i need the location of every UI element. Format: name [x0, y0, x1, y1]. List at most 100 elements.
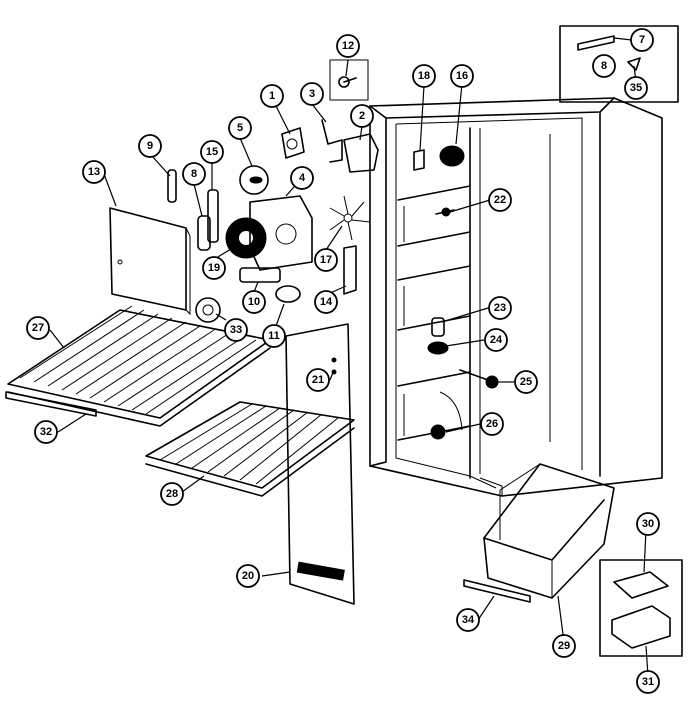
callout-circle — [228, 116, 252, 140]
callout-c28: 28 — [160, 482, 184, 506]
callout-label: 34 — [462, 614, 475, 626]
evaporator-cover-20 — [285, 323, 355, 605]
control-panel-13 — [109, 207, 191, 316]
callout-circle — [160, 482, 184, 506]
callout-circle — [82, 160, 106, 184]
inset-box-hardware — [559, 25, 679, 103]
fan-blade-17 — [329, 195, 371, 241]
timer-8 — [197, 215, 211, 251]
callout-label: 11 — [268, 330, 280, 342]
fan-motor-19 — [225, 217, 267, 259]
callout-circle — [488, 296, 512, 320]
callout-circle — [306, 368, 330, 392]
callout-label: 14 — [320, 296, 333, 308]
roller-25 — [459, 369, 499, 389]
callout-label: 32 — [40, 426, 52, 438]
callout-c8: 8 — [592, 54, 616, 78]
callout-circle — [26, 316, 50, 340]
callout-label: 9 — [147, 140, 153, 152]
callout-c30: 30 — [636, 512, 660, 536]
callout-c18: 18 — [412, 64, 436, 88]
callout-c8b: 8 — [182, 162, 206, 186]
callout-circle — [636, 670, 660, 694]
thermostat-16 — [439, 145, 465, 167]
valve-24 — [427, 341, 449, 355]
ice-bucket-29 — [483, 463, 615, 599]
freezer-shelf-27 — [7, 305, 271, 427]
callout-label: 31 — [642, 676, 654, 688]
callout-label: 2 — [359, 110, 365, 122]
callout-c2: 2 — [350, 104, 374, 128]
callout-c20: 20 — [236, 564, 260, 588]
callout-c29: 29 — [552, 634, 576, 658]
cap-11 — [275, 285, 301, 303]
freezer-shelf-28 — [145, 401, 355, 497]
defrost-heater-9 — [167, 169, 177, 203]
bracket-3 — [321, 119, 343, 163]
callout-circle — [242, 290, 266, 314]
hinge-22 — [435, 207, 455, 217]
callout-circle — [480, 412, 504, 436]
callout-label: 25 — [520, 376, 532, 388]
callout-c34: 34 — [456, 608, 480, 632]
callout-label: 5 — [237, 122, 243, 134]
callout-label: 7 — [639, 34, 645, 46]
callout-label: 33 — [230, 324, 242, 336]
callout-c35: 35 — [624, 76, 648, 100]
callout-circle — [260, 84, 284, 108]
callout-circle — [450, 64, 474, 88]
callout-label: 8 — [601, 60, 607, 72]
callout-circle — [592, 54, 616, 78]
callout-c22: 22 — [488, 188, 512, 212]
cover-2 — [343, 133, 379, 173]
valve-23 — [431, 317, 445, 337]
callout-c14: 14 — [314, 290, 338, 314]
callout-label: 23 — [494, 302, 506, 314]
callout-c5: 5 — [228, 116, 252, 140]
callout-circle — [514, 370, 538, 394]
callout-c10: 10 — [242, 290, 266, 314]
bracket-4 — [249, 195, 313, 271]
callout-label: 21 — [312, 374, 324, 386]
callout-circle — [350, 104, 374, 128]
callout-c12: 12 — [336, 34, 360, 58]
callout-c26: 26 — [480, 412, 504, 436]
callout-c21: 21 — [306, 368, 330, 392]
callout-label: 22 — [494, 194, 506, 206]
callout-c32: 32 — [34, 420, 58, 444]
grommet-5 — [239, 165, 269, 195]
callout-circle — [290, 166, 314, 190]
callout-label: 16 — [456, 70, 468, 82]
shelf-trim-32 — [5, 391, 97, 417]
callout-circle — [484, 328, 508, 352]
housing-1 — [281, 127, 305, 159]
callout-c16: 16 — [450, 64, 474, 88]
callout-circle — [202, 256, 226, 280]
callout-label: 1 — [269, 90, 275, 102]
callout-circle — [182, 162, 206, 186]
callout-c19: 19 — [202, 256, 226, 280]
trim-34 — [463, 579, 531, 603]
callout-circle — [314, 248, 338, 272]
callout-circle — [636, 512, 660, 536]
roller-26 — [430, 424, 446, 440]
callout-c3: 3 — [300, 82, 324, 106]
callout-label: 29 — [558, 640, 570, 652]
callout-label: 35 — [630, 82, 642, 94]
control-10 — [239, 267, 281, 283]
callout-label: 28 — [166, 488, 178, 500]
callout-label: 20 — [242, 570, 254, 582]
callout-c7: 7 — [630, 28, 654, 52]
bracket-14 — [343, 245, 357, 295]
callout-circle — [224, 318, 248, 342]
callout-circle — [262, 324, 286, 348]
callout-c17: 17 — [314, 248, 338, 272]
callout-label: 3 — [309, 88, 315, 100]
callout-c9: 9 — [138, 134, 162, 158]
callout-circle — [412, 64, 436, 88]
callout-c11: 11 — [262, 324, 286, 348]
callout-circle — [336, 34, 360, 58]
callout-c15: 15 — [200, 140, 224, 164]
grommet-33 — [195, 297, 221, 323]
